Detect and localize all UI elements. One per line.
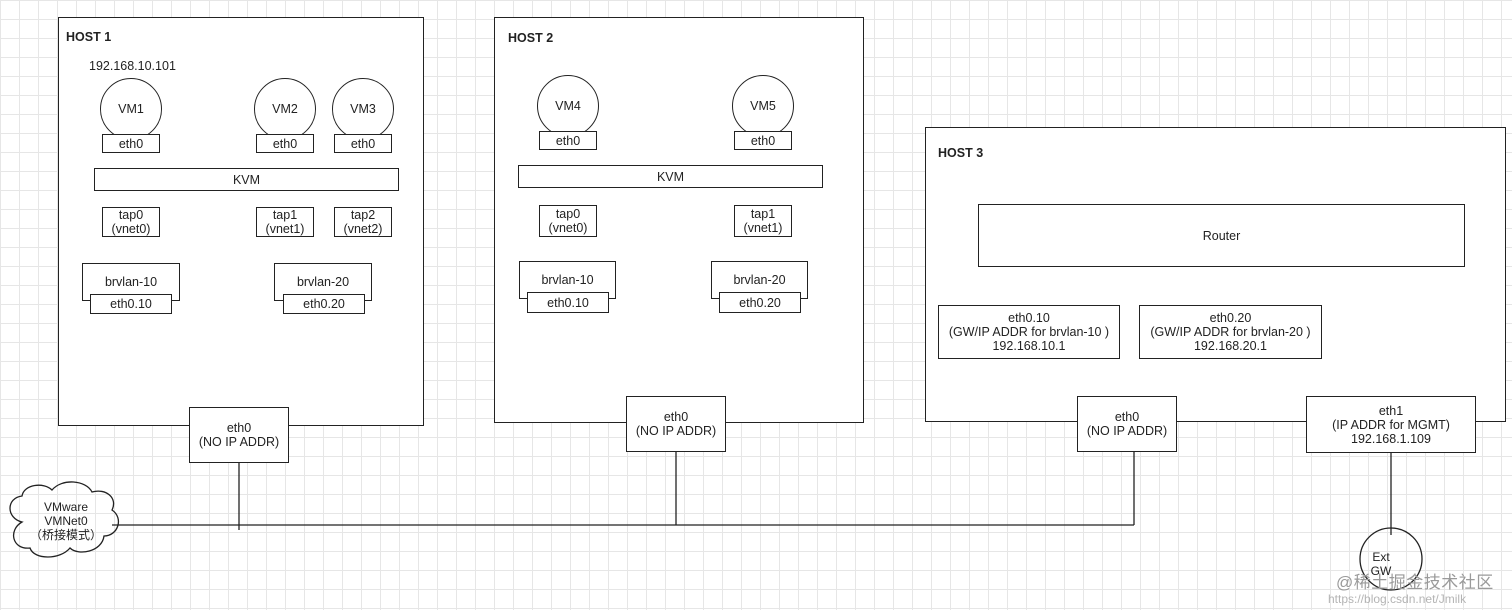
host2-tap0[interactable]: tap0 (vnet0): [539, 205, 597, 237]
vm2-eth0-nic[interactable]: eth0: [256, 134, 314, 153]
host2-tap1[interactable]: tap1 (vnet1): [734, 205, 792, 237]
host2-eth0-uplink[interactable]: eth0 (NO IP ADDR): [626, 396, 726, 452]
watermark-text: @稀土掘金技术社区: [1336, 573, 1494, 592]
vm4-eth0-nic[interactable]: eth0: [539, 131, 597, 150]
vmnet0-cloud-label: VMware VMNet0 （桥接模式）: [29, 500, 102, 542]
host1-title: HOST 1: [66, 30, 112, 44]
watermark-url: https://blog.csdn.net/Jmilk: [1328, 592, 1467, 606]
vmnet0-cloud-shape: [9, 481, 120, 558]
vm4-node[interactable]: VM4: [537, 75, 599, 137]
host1-eth0-uplink[interactable]: eth0 (NO IP ADDR): [189, 407, 289, 463]
host2-kvm-bar[interactable]: KVM: [518, 165, 823, 188]
ext-gw-shape: [1359, 527, 1423, 591]
host3-eth1-mgmt[interactable]: eth1 (IP ADDR for MGMT) 192.168.1.109: [1306, 396, 1476, 453]
vm1-node[interactable]: VM1: [100, 78, 162, 140]
host2-eth0-20[interactable]: eth0.20: [719, 292, 801, 313]
host1-tap1[interactable]: tap1 (vnet1): [256, 207, 314, 237]
host1-eth0-20[interactable]: eth0.20: [283, 294, 365, 314]
vm5-node[interactable]: VM5: [732, 75, 794, 137]
vm2-node[interactable]: VM2: [254, 78, 316, 140]
host1-tap2[interactable]: tap2 (vnet2): [334, 207, 392, 237]
ext-gw-label: Ext GW: [1370, 550, 1392, 578]
host1-kvm-bar[interactable]: KVM: [94, 168, 399, 191]
host3-eth0-10[interactable]: eth0.10 (GW/IP ADDR for brvlan-10 ) 192.…: [938, 305, 1120, 359]
vm1-ip-label: 192.168.10.101: [89, 59, 176, 73]
host1-tap0[interactable]: tap0 (vnet0): [102, 207, 160, 237]
vm5-eth0-nic[interactable]: eth0: [734, 131, 792, 150]
vm3-node[interactable]: VM3: [332, 78, 394, 140]
host2-eth0-10[interactable]: eth0.10: [527, 292, 609, 313]
vm1-eth0-nic[interactable]: eth0: [102, 134, 160, 153]
host2-title: HOST 2: [508, 31, 554, 45]
vm3-eth0-nic[interactable]: eth0: [334, 134, 392, 153]
host1-eth0-10[interactable]: eth0.10: [90, 294, 172, 314]
host3-eth0-uplink[interactable]: eth0 (NO IP ADDR): [1077, 396, 1177, 452]
host3-title: HOST 3: [938, 146, 984, 160]
host3-eth0-20[interactable]: eth0.20 (GW/IP ADDR for brvlan-20 ) 192.…: [1139, 305, 1322, 359]
host3-panel: HOST 3: [925, 127, 1506, 422]
router-box[interactable]: Router: [978, 204, 1465, 267]
